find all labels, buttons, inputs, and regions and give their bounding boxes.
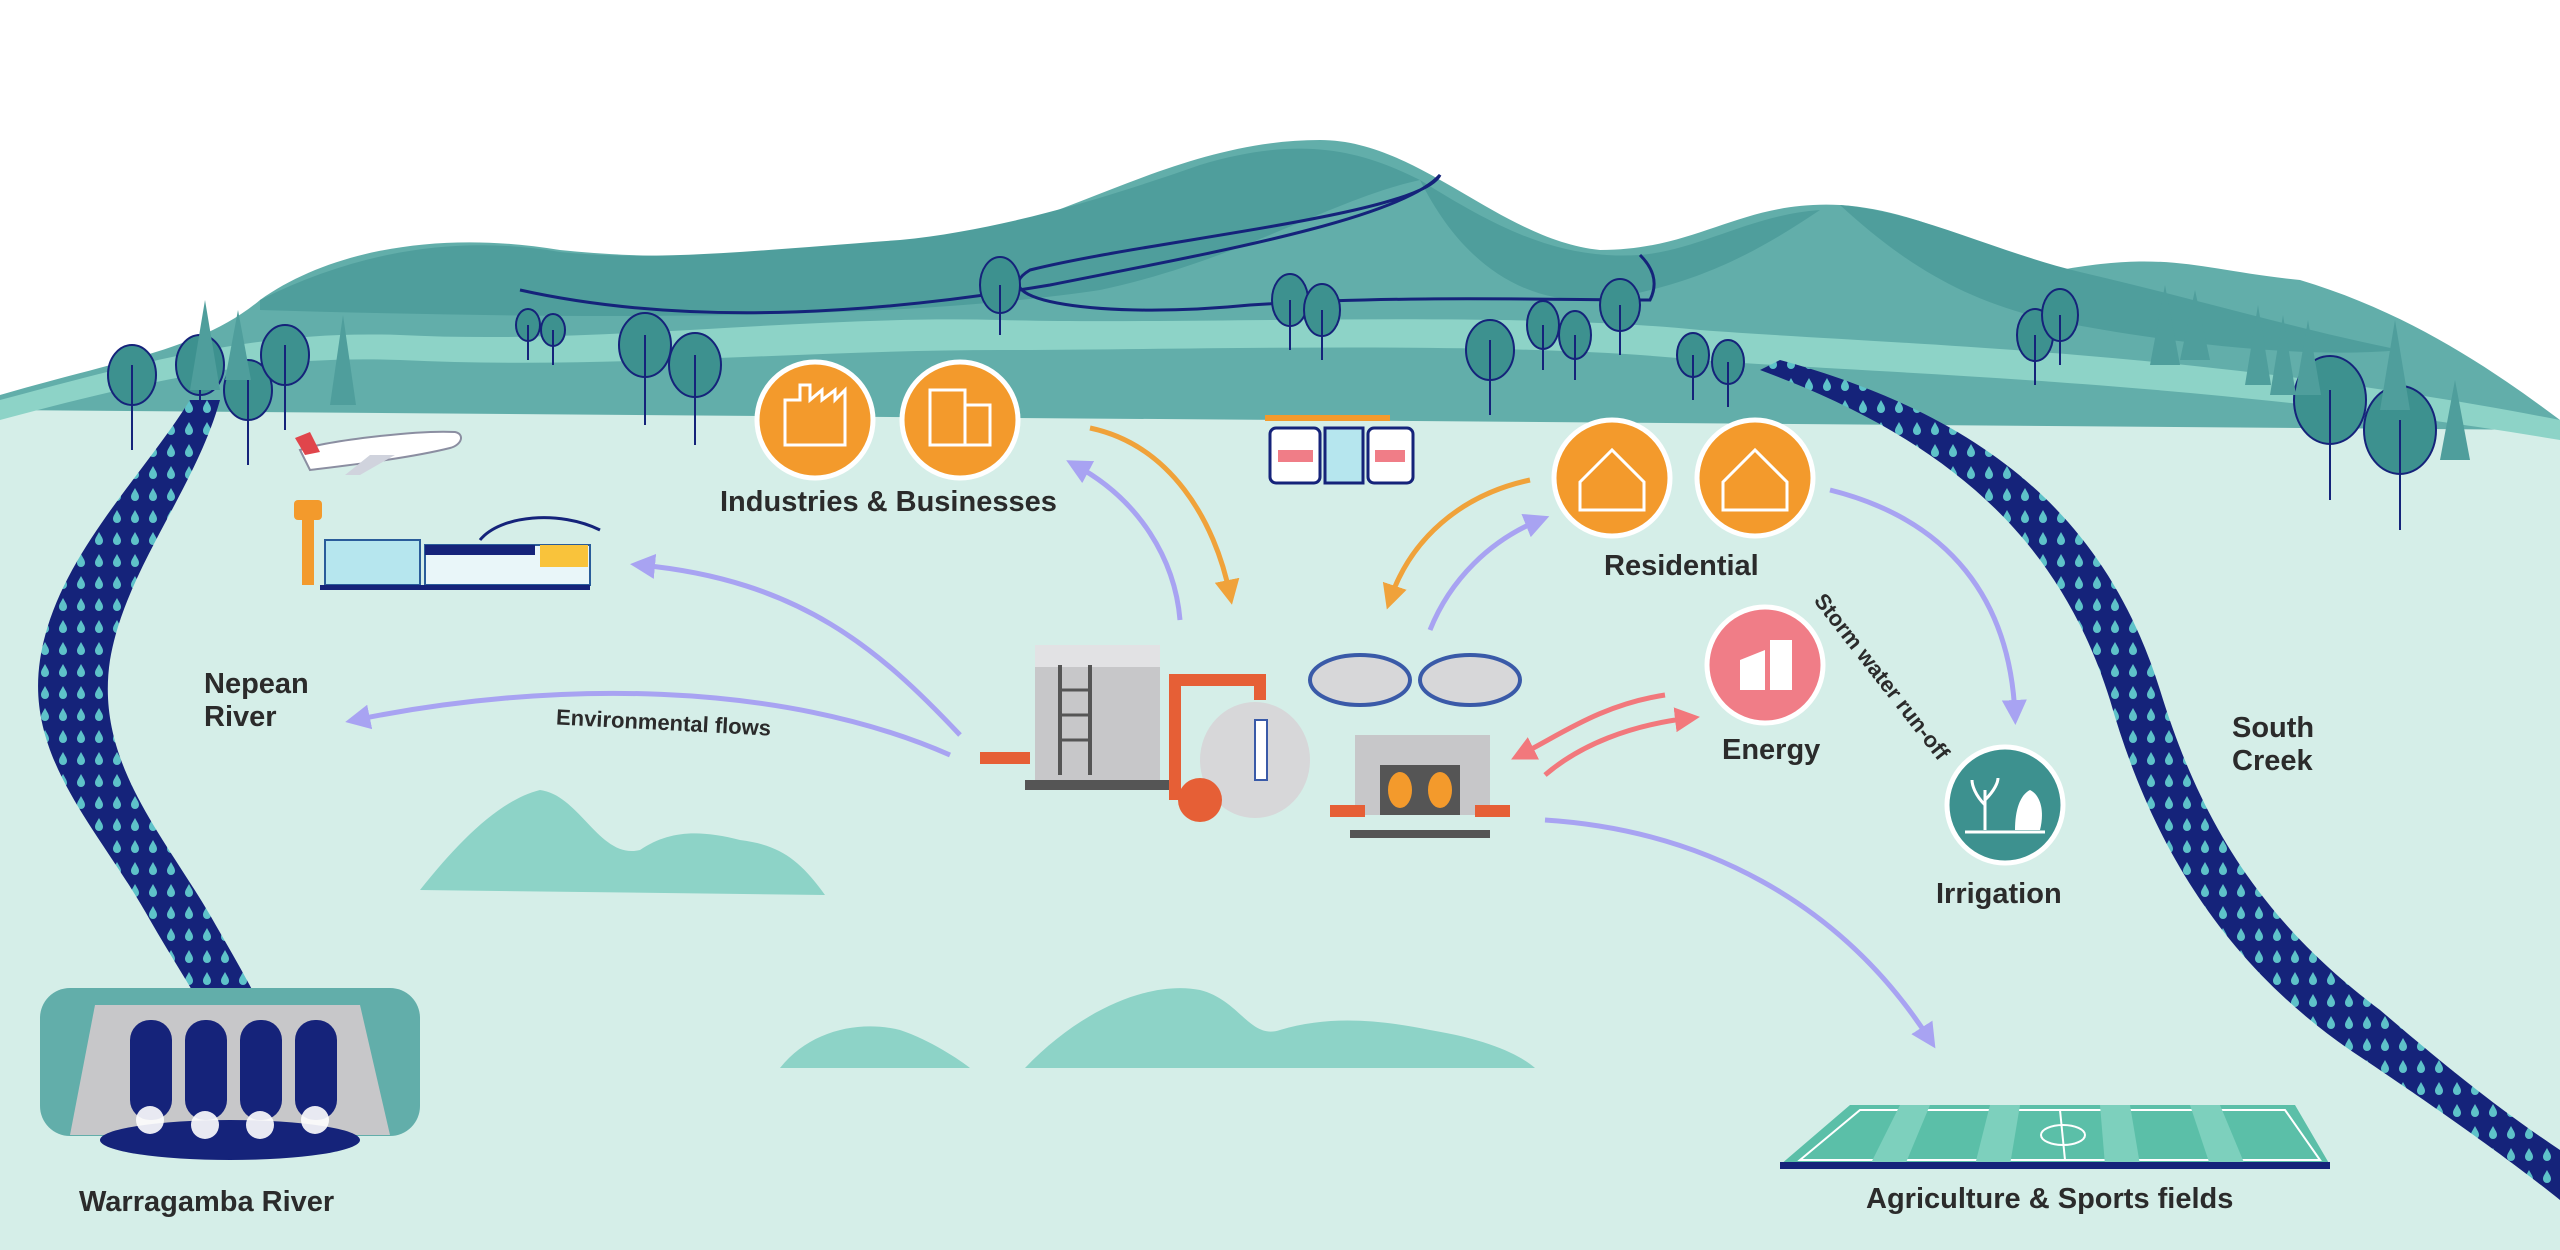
label-south-creek: South Creek	[2232, 712, 2314, 778]
arrow-to-agriculture	[1544, 817, 1936, 1049]
flow-arrows	[345, 425, 2027, 1049]
pine-trees	[190, 285, 2470, 460]
label-warragamba: Warragamba River	[79, 1186, 335, 1218]
arrow-from-energy	[1511, 692, 1666, 760]
arrow-storm-water	[1829, 487, 2027, 725]
bushes	[420, 790, 1535, 1068]
dam-icon	[40, 988, 420, 1160]
arrow-to-airport	[630, 553, 962, 737]
south-line1: South	[2232, 712, 2315, 744]
house-icon	[1551, 417, 1816, 539]
airport-icon	[294, 500, 601, 590]
nepean-line2: River	[204, 701, 277, 733]
south-creek	[1760, 360, 2560, 1200]
arrow-to-nepean	[345, 690, 952, 758]
label-agriculture: Agriculture & Sports fields	[1866, 1183, 2234, 1215]
south-line2: Creek	[2232, 745, 2313, 777]
airplane-icon	[295, 430, 462, 475]
nepean-line1: Nepean	[204, 668, 309, 700]
arrow-to-industries	[1066, 460, 1183, 621]
arrow-to-energy	[1543, 707, 1700, 777]
label-nepean-river: Nepean River	[204, 668, 309, 734]
office-building-icon	[899, 359, 1021, 481]
nepean-river	[38, 400, 300, 1120]
trees	[107, 256, 2437, 530]
treatment-plant-icon	[980, 645, 1522, 838]
arrow-from-industries	[1089, 425, 1240, 605]
label-energy: Energy	[1722, 734, 1821, 766]
tram-icon	[1265, 415, 1415, 485]
label-industries: Industries & Businesses	[720, 486, 1057, 518]
arrow-from-residential	[1382, 477, 1531, 610]
label-irrigation: Irrigation	[1936, 878, 2062, 910]
factory-icon	[754, 359, 876, 481]
power-plant-icon	[1704, 604, 1826, 726]
arrow-to-residential	[1427, 513, 1550, 631]
sports-field-icon	[1780, 1105, 2330, 1169]
label-residential: Residential	[1604, 550, 1759, 582]
plant-sprout-icon	[1944, 744, 2066, 866]
